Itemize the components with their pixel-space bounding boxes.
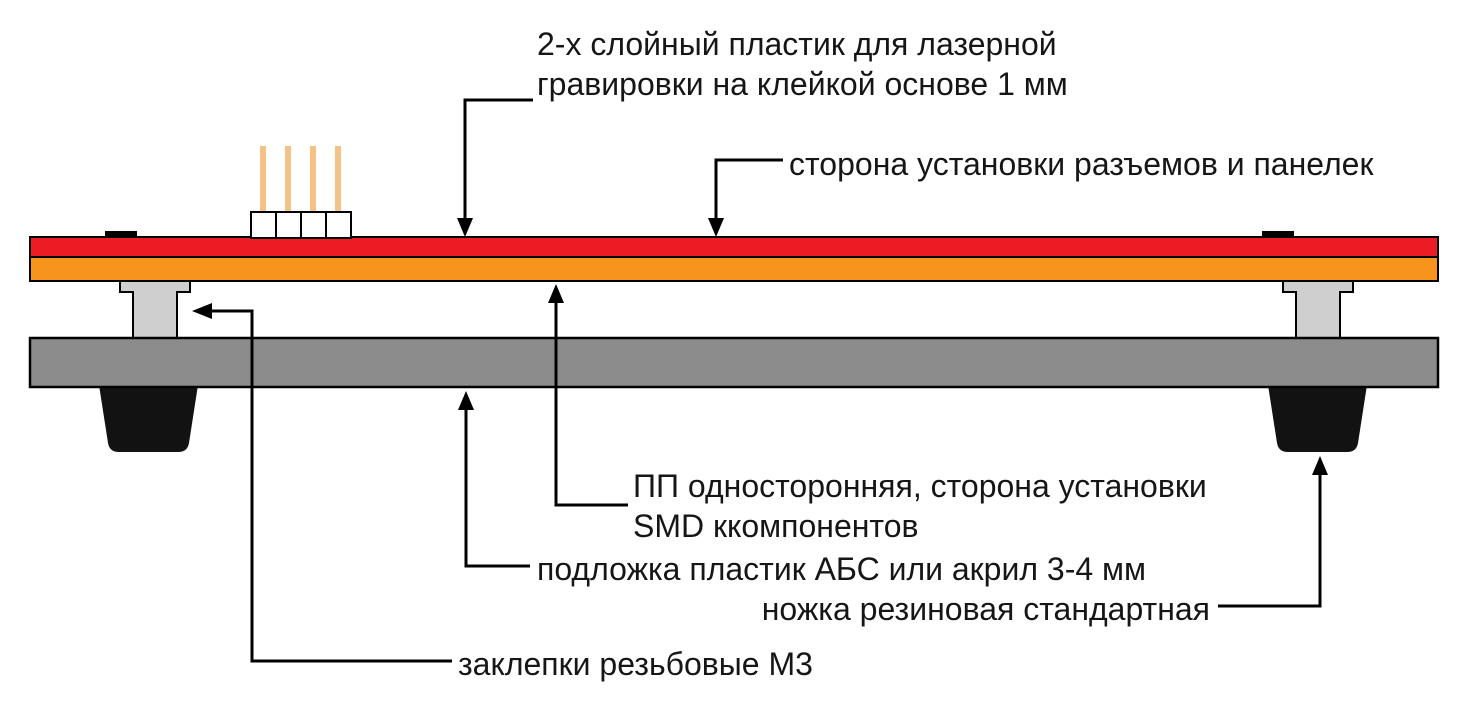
arrow-connector-side	[708, 158, 783, 237]
label-rubber-foot: ножка резиновая стандартная	[761, 591, 1210, 627]
substrate-slab	[28, 336, 1440, 389]
label-rivets: заклепки резьбовые М3	[458, 646, 813, 682]
arrow-engraving-plastic	[457, 98, 533, 237]
arrow-rubber-foot	[1218, 456, 1328, 608]
pcb-layer	[29, 256, 1439, 282]
arrow-substrate	[458, 391, 530, 568]
threaded-rivet-right	[1282, 277, 1354, 343]
engraving-plastic-layer	[29, 236, 1439, 258]
pin-header-blocks	[250, 211, 352, 239]
threaded-rivet-left	[119, 277, 191, 343]
label-engraving-plastic-line2: гравировки на клейкой основе 1 мм	[537, 66, 1068, 102]
rubber-foot-left	[99, 385, 198, 452]
label-pcb-smd-line2: SMD ккомпонентов	[633, 508, 919, 544]
label-pcb-smd-line1: ПП односторонняя, сторона установки	[633, 468, 1207, 504]
label-engraving-plastic: 2-х слойный пластик для лазерной гравиро…	[537, 24, 1068, 104]
pin-header-pins	[260, 146, 341, 214]
rivet-head-mark-right	[1262, 231, 1294, 237]
rivet-head-mark-left	[105, 231, 137, 237]
label-engraving-plastic-line1: 2-х слойный пластик для лазерной	[537, 26, 1057, 62]
label-connector-side: сторона установки разъемов и панелек	[789, 146, 1374, 182]
label-pcb-smd: ПП односторонняя, сторона установки SMD …	[633, 466, 1207, 546]
arrow-rivets	[192, 303, 452, 663]
arrow-pcb-smd	[548, 284, 628, 507]
label-substrate: подложка пластик АБС или акрил 3-4 мм	[537, 551, 1147, 587]
rubber-foot-right	[1268, 385, 1367, 452]
